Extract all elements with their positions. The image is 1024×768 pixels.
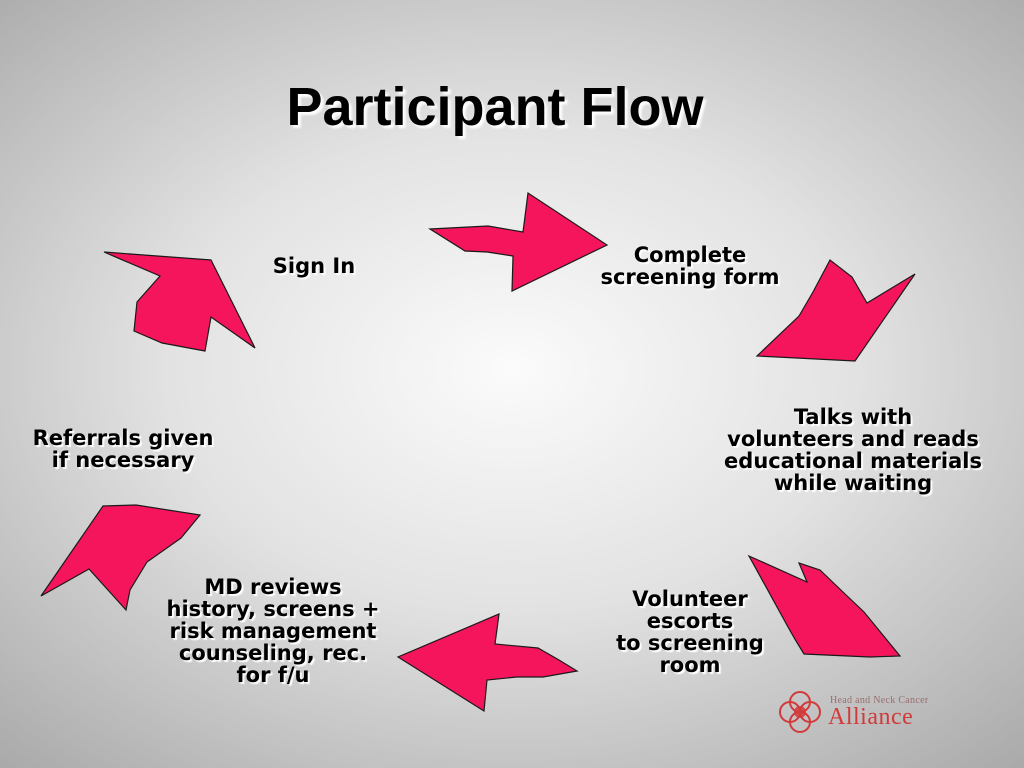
- alliance-logo: Head and Neck Cancer Alliance: [776, 690, 966, 734]
- ribbon-flower-icon: [779, 691, 821, 733]
- step-text: screening form: [600, 265, 780, 289]
- step-escorts: Volunteer escorts to screening room: [600, 588, 780, 676]
- arrow-md-to-referrals: [40, 504, 202, 612]
- logo-line-2: Alliance: [828, 704, 914, 730]
- step-text: counseling, rec.: [178, 641, 368, 665]
- arrow-sign-in-to-form: [428, 191, 609, 292]
- step-text: Referrals given: [32, 426, 214, 450]
- page-title: Participant Flow: [286, 77, 704, 137]
- step-text: Complete: [633, 243, 747, 267]
- step-text: Volunteer: [632, 587, 748, 611]
- step-sign-in: Sign In: [254, 255, 374, 277]
- arrow-talks-to-escorts: [747, 554, 902, 658]
- step-referrals: Referrals given if necessary: [16, 427, 230, 471]
- step-text: MD reviews: [204, 575, 342, 599]
- step-complete-form: Complete screening form: [585, 244, 795, 288]
- step-text: if necessary: [51, 448, 195, 472]
- arrow-escorts-to-md: [396, 613, 579, 713]
- step-md-reviews: MD reviews history, screens + risk manag…: [148, 576, 398, 686]
- step-text: risk management: [169, 619, 377, 643]
- arrow-form-to-talks: [755, 259, 916, 362]
- arrow-referrals-to-sign-in: [103, 251, 256, 352]
- step-text: Talks with: [793, 405, 913, 429]
- step-text: volunteers and reads: [727, 427, 979, 451]
- step-text: to screening: [616, 631, 764, 655]
- step-text: Sign In: [272, 254, 356, 278]
- step-text: history, screens +: [166, 597, 380, 621]
- step-text: for f/u: [236, 663, 310, 687]
- step-talks: Talks with volunteers and reads educatio…: [705, 406, 1001, 494]
- logo-line-1: Head and Neck Cancer: [830, 695, 929, 706]
- step-text: educational materials: [724, 449, 982, 473]
- step-text: while waiting: [773, 471, 933, 495]
- step-text: escorts: [646, 609, 734, 633]
- step-text: room: [659, 653, 721, 677]
